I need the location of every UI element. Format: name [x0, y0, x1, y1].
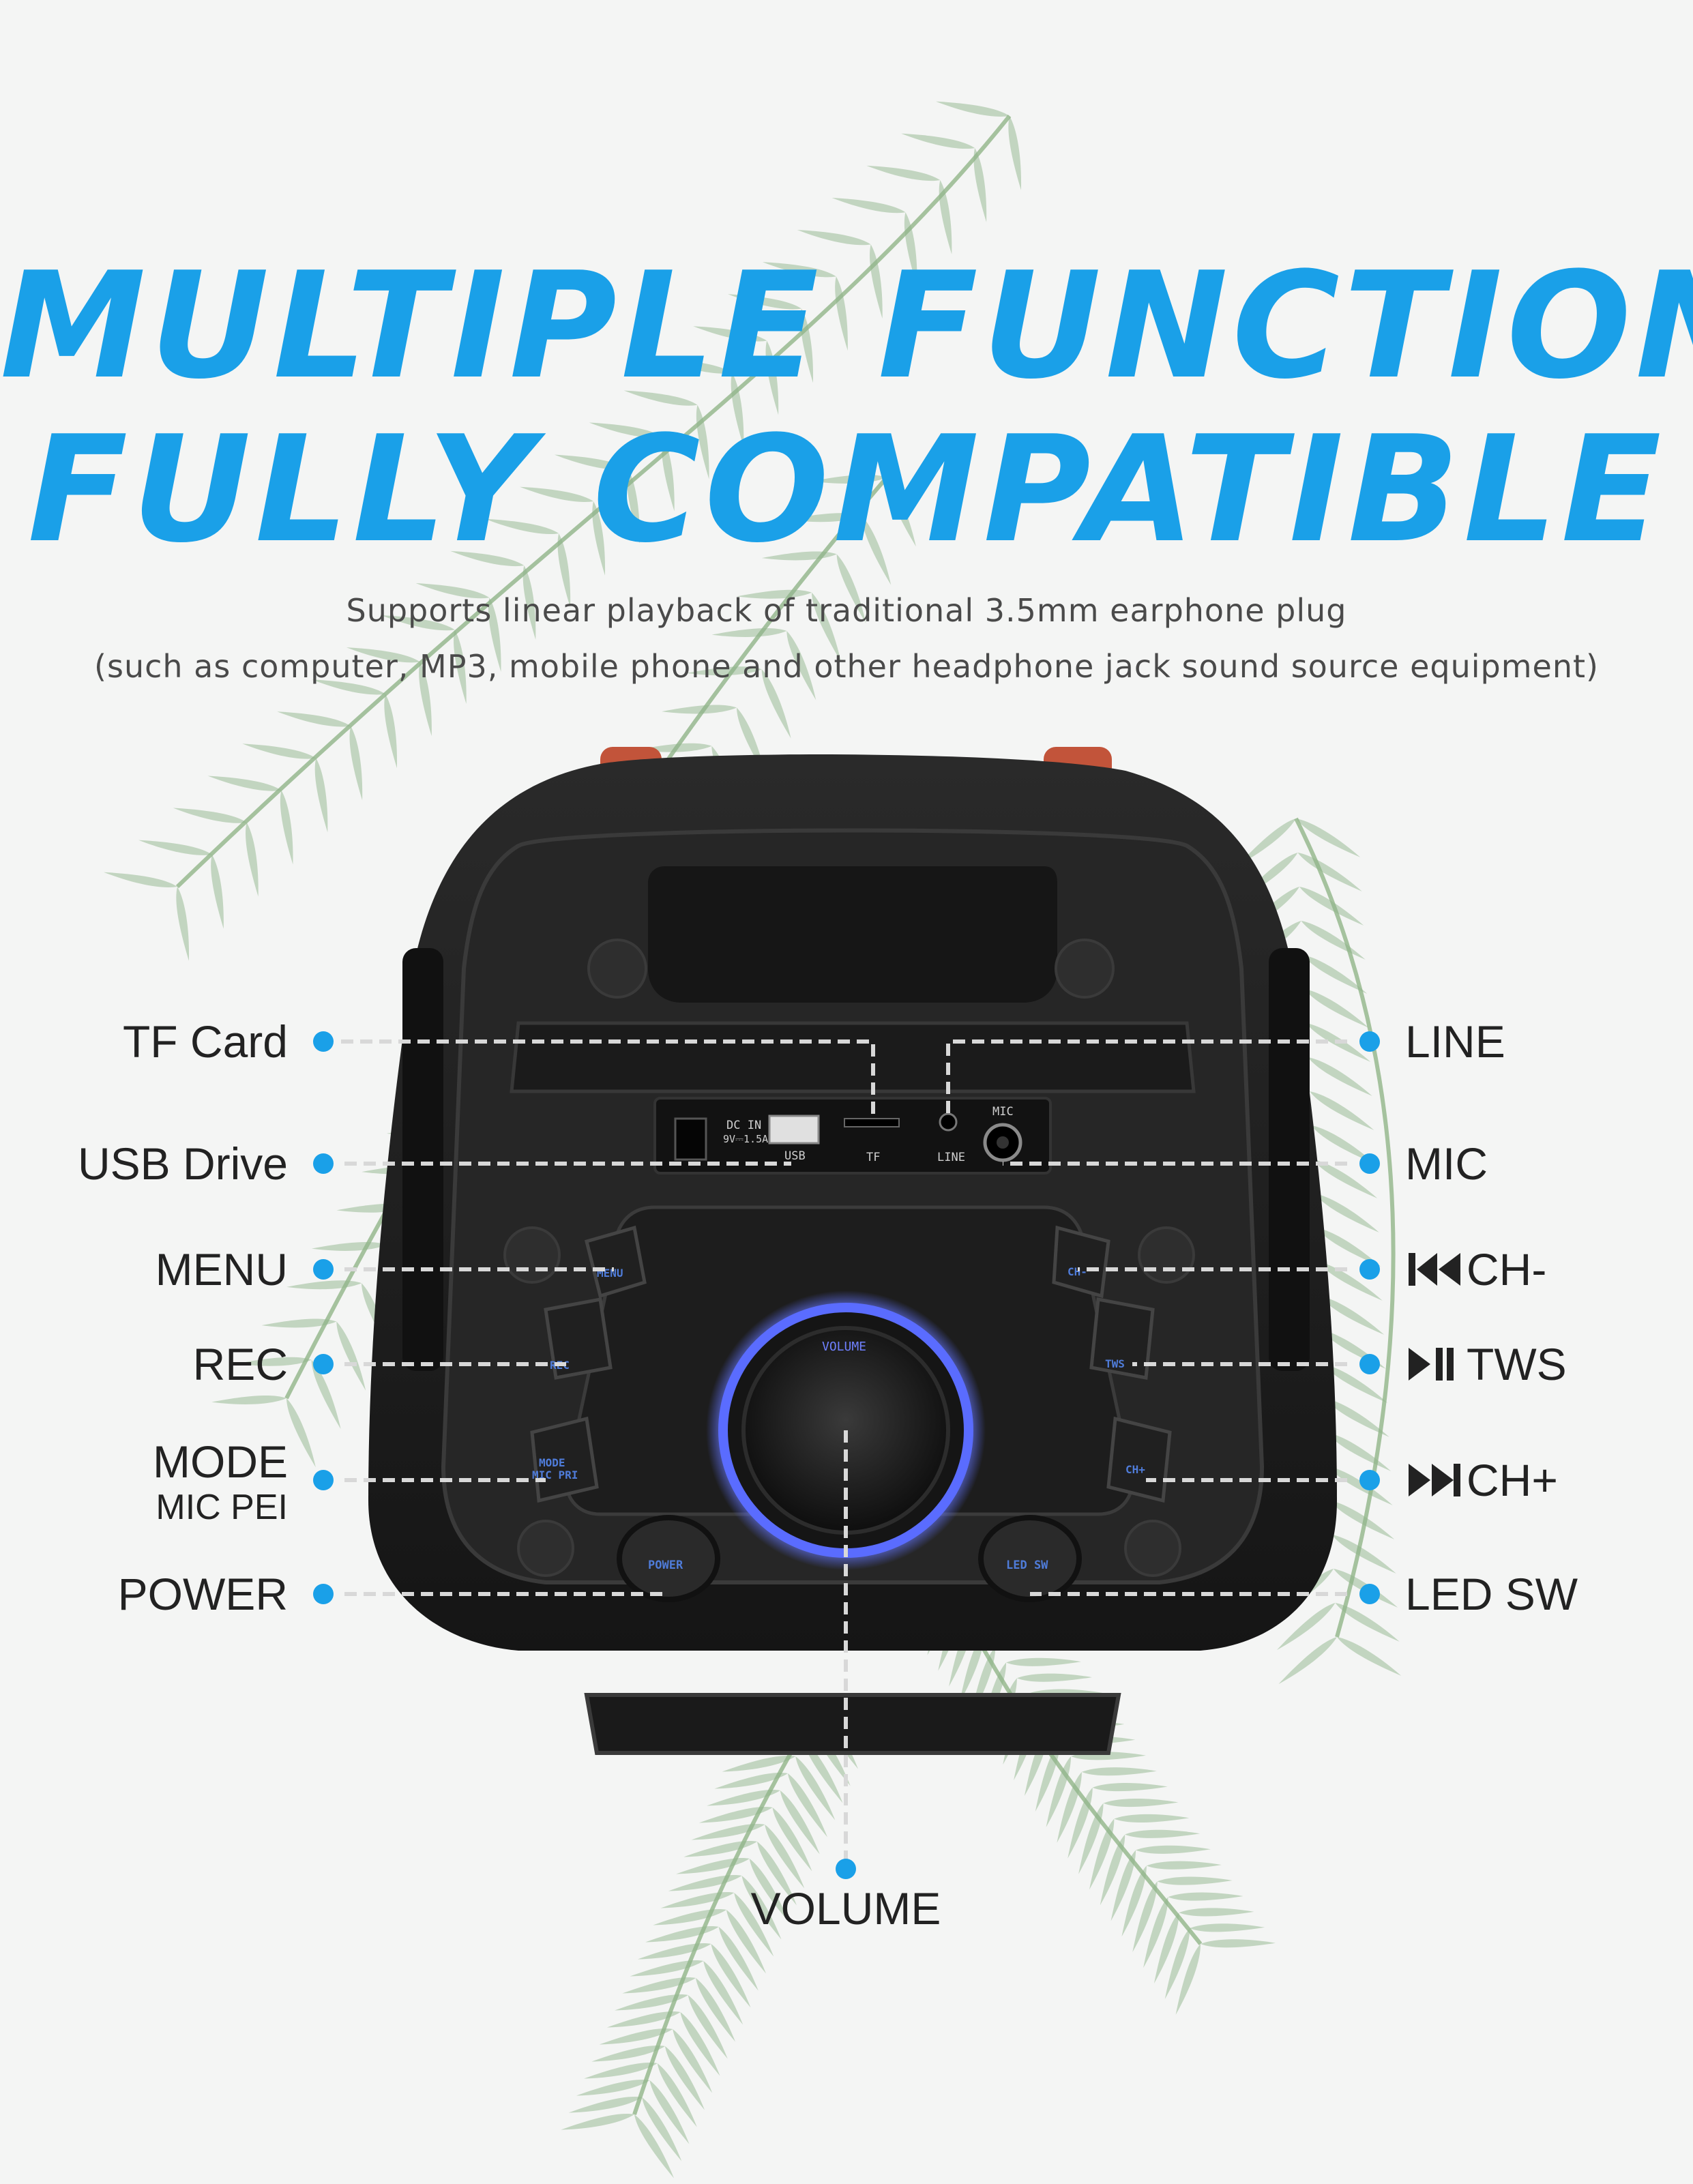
subtitle-line-1: Supports linear playback of traditional …: [346, 592, 1347, 629]
line-jack: [939, 1112, 958, 1132]
callout-mode-sublabel: MIC PEI: [156, 1488, 288, 1527]
callout-power: POWER: [117, 1569, 288, 1619]
svg-text:USB: USB: [784, 1149, 806, 1163]
callout-tf-card: TF Card: [122, 1016, 288, 1067]
callout-menu: MENU: [155, 1244, 288, 1295]
subtitle-line-2: (such as computer, MP3, mobile phone and…: [94, 648, 1599, 685]
svg-text:VOLUME: VOLUME: [822, 1340, 866, 1354]
svg-text:MIC: MIC: [992, 1105, 1014, 1119]
headline-line-1: MULTIPLE FUNCTIONS: [0, 240, 1693, 411]
carry-handle-recess: [648, 866, 1057, 1003]
callout-mode: MODE: [153, 1436, 288, 1487]
callout-rec: REC: [192, 1339, 288, 1389]
bullet-dot: [313, 1584, 334, 1604]
bullet-dot: [313, 1354, 334, 1374]
bullet-dot: [1359, 1354, 1380, 1374]
callout-mic: MIC: [1405, 1138, 1488, 1189]
callout-usb-drive: USB Drive: [77, 1138, 288, 1189]
next-track-icon: [1409, 1464, 1460, 1496]
leader-lines: [341, 1039, 1347, 1862]
previous-track-icon: [1409, 1253, 1460, 1286]
bullet-dot: [313, 1153, 334, 1174]
svg-text:TWS: TWS: [1105, 1357, 1125, 1370]
svg-text:9V⎓1.5A: 9V⎓1.5A: [723, 1133, 768, 1145]
led-sw-button[interactable]: LED SW: [978, 1515, 1082, 1602]
svg-text:TF: TF: [866, 1151, 880, 1164]
bullet-dot: [1359, 1584, 1380, 1604]
bullet-dot: [313, 1470, 334, 1490]
callout-ch-plus: CH+: [1467, 1455, 1558, 1505]
io-panel: DC IN 9V⎓1.5A USB TF LINE MIC: [653, 1097, 1052, 1175]
headline-line-2: FULLY COMPATIBLE: [27, 404, 1666, 575]
callout-led-sw: LED SW: [1405, 1569, 1578, 1619]
bullet-dot: [1359, 1153, 1380, 1174]
svg-text:DC IN: DC IN: [726, 1119, 761, 1132]
usb-port: [768, 1115, 820, 1145]
svg-text:MODE: MODE: [539, 1456, 565, 1469]
tf-card-slot: [844, 1118, 900, 1127]
callout-ch-minus: CH-: [1467, 1244, 1547, 1295]
dc-in-port: [674, 1117, 707, 1161]
left-button-strip: [530, 1225, 647, 1503]
svg-text:LINE: LINE: [937, 1151, 965, 1164]
bullet-dot: [313, 1031, 334, 1052]
svg-text:CH-: CH-: [1068, 1265, 1087, 1278]
bullet-dot: [836, 1859, 856, 1879]
svg-text:LED SW: LED SW: [1006, 1559, 1048, 1572]
svg-text:CH+: CH+: [1125, 1463, 1145, 1476]
play-pause-icon: [1409, 1348, 1454, 1381]
bullet-dot: [313, 1259, 334, 1280]
bullet-dot: [1359, 1470, 1380, 1490]
callout-tws: TWS: [1467, 1339, 1567, 1389]
callout-volume: VOLUME: [750, 1883, 941, 1934]
bullet-dot: [1359, 1031, 1380, 1052]
power-button[interactable]: POWER: [617, 1515, 720, 1602]
callout-line: LINE: [1405, 1016, 1505, 1067]
svg-text:POWER: POWER: [648, 1559, 683, 1572]
bullet-dot: [1359, 1259, 1380, 1280]
